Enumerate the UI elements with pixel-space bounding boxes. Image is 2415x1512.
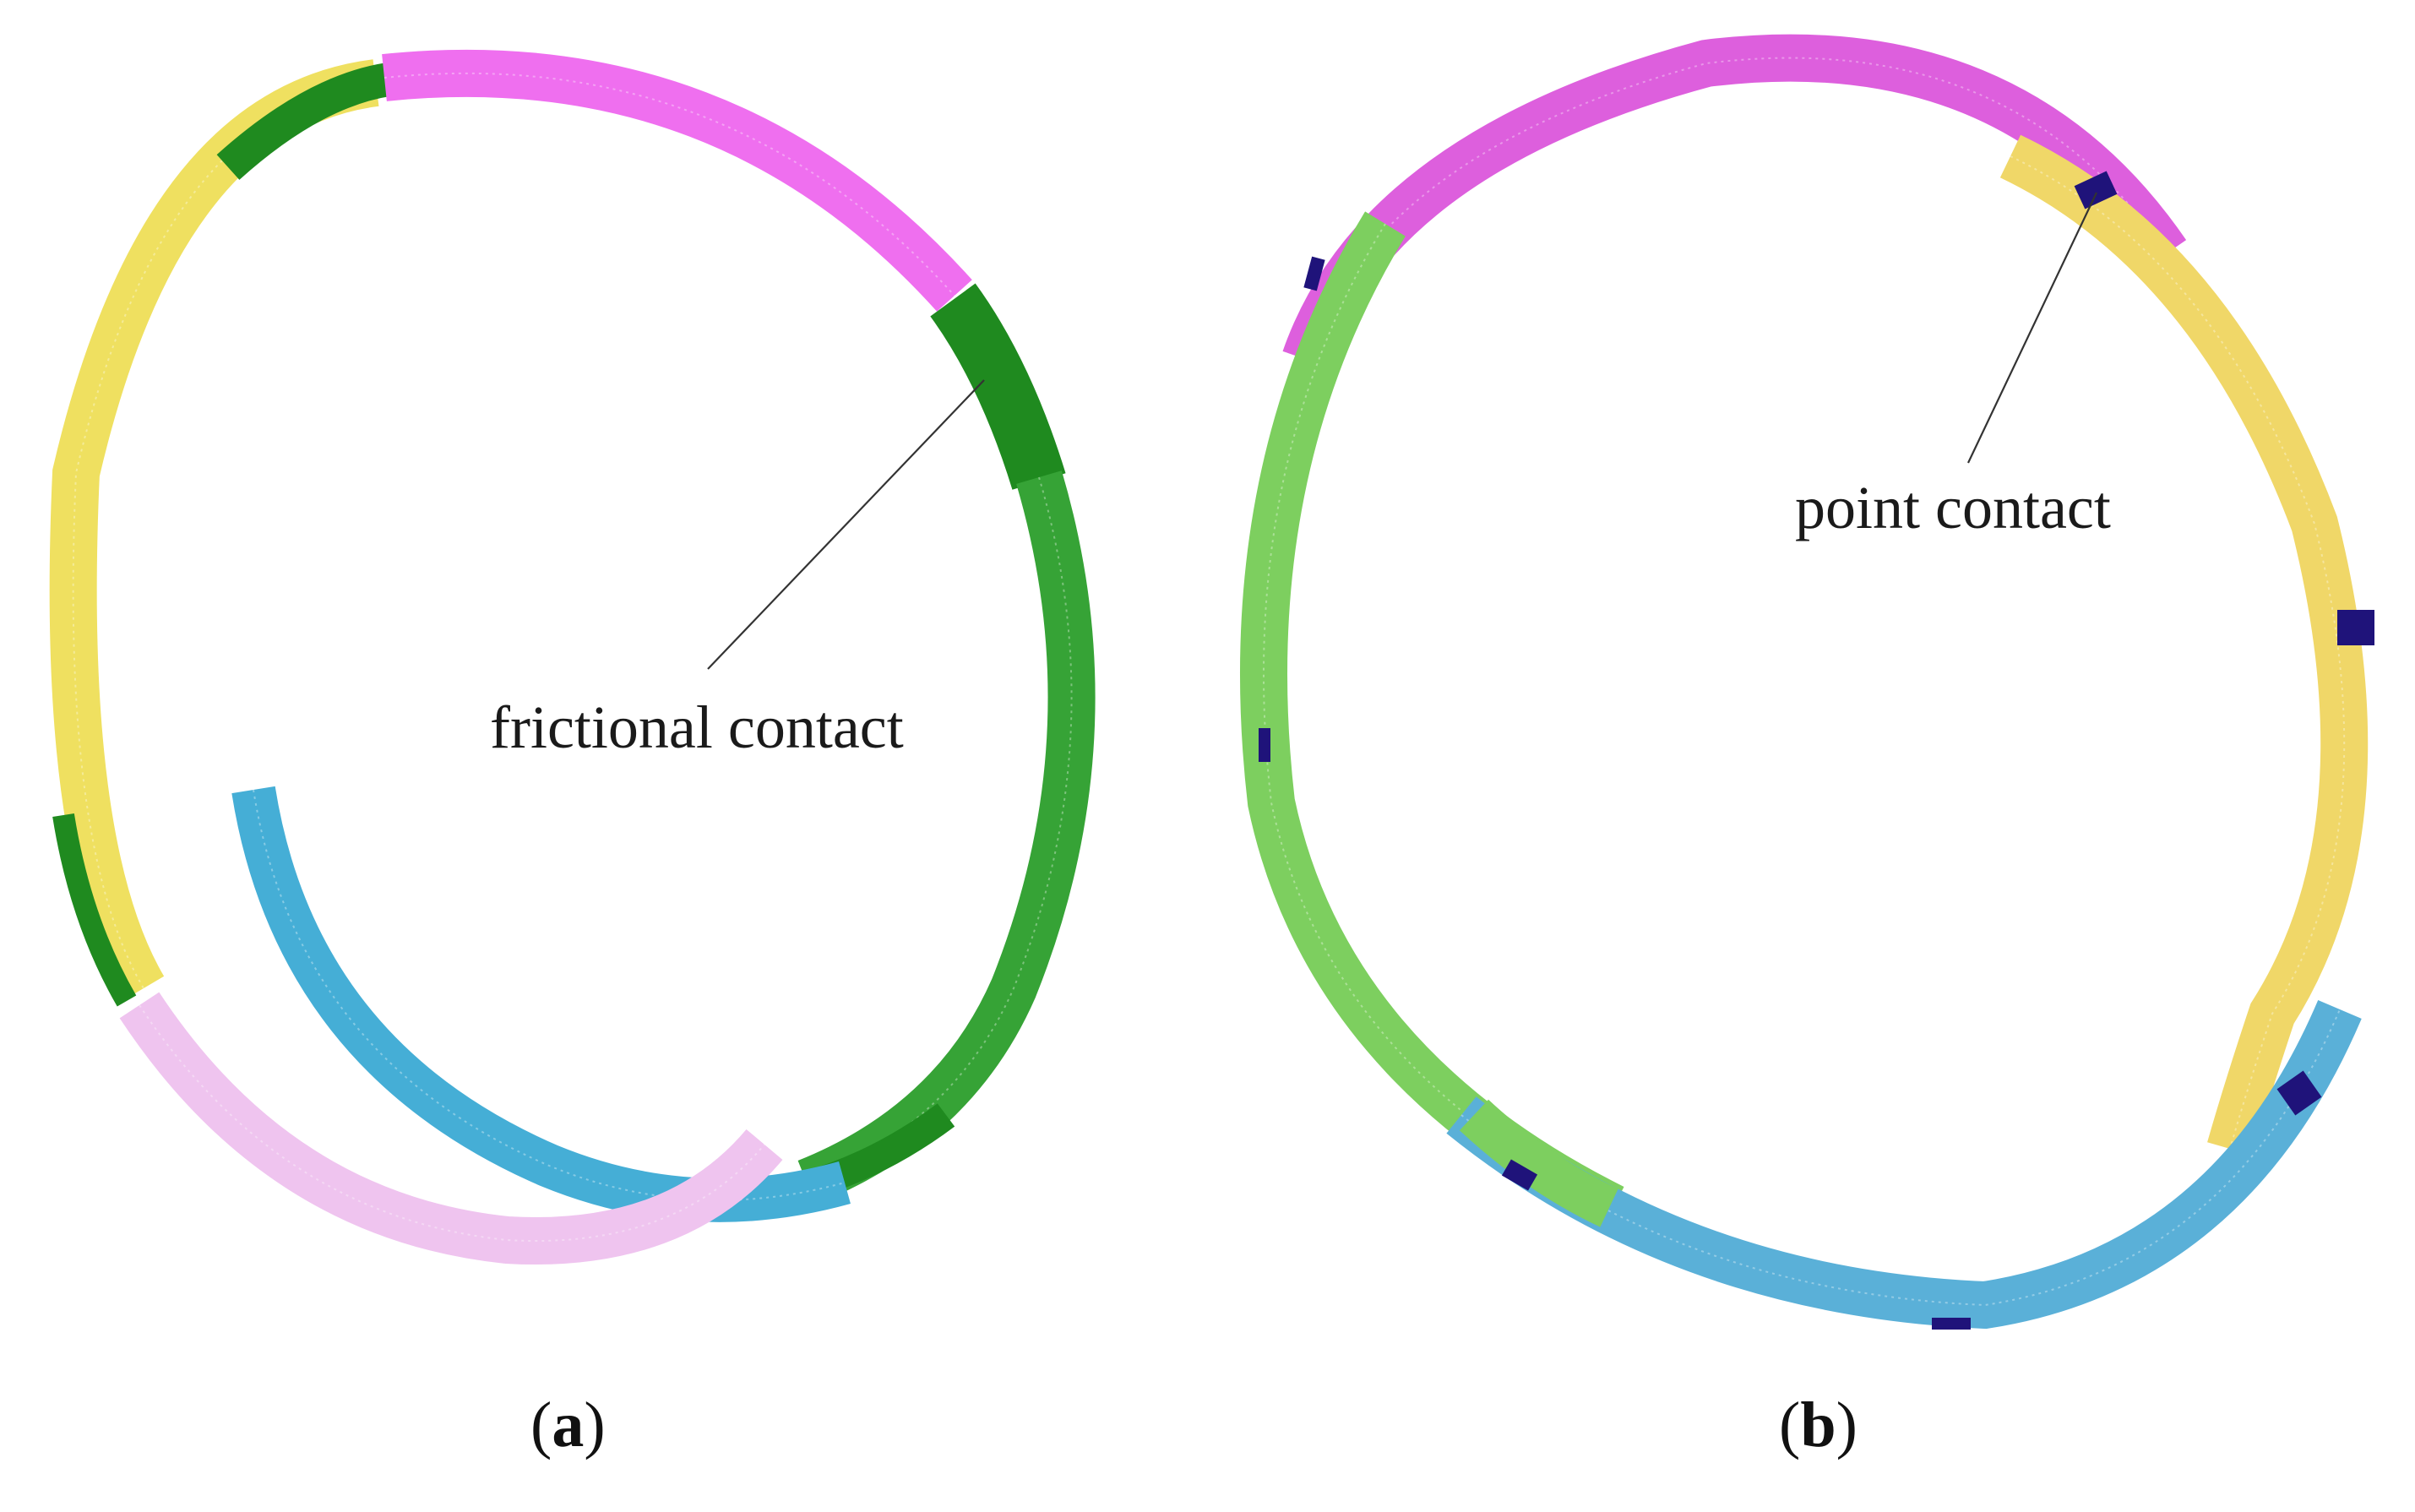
point-contact-label: point contact	[1795, 474, 2111, 541]
ring-b-cyan-hatch	[1460, 1009, 2341, 1307]
ring-a-dark-green-contact	[930, 283, 1066, 490]
ring-b-green-segment	[1240, 211, 1624, 1230]
frictional-contact-leader-line	[707, 379, 985, 670]
ring-a-magenta-segment	[382, 49, 972, 312]
panel-a: frictional contact (a)	[49, 49, 1096, 1460]
panel-b-ring	[1240, 34, 2369, 1330]
ring-b-yellow-hatch	[2010, 155, 2346, 1150]
frictional-contact-label: frictional contact	[490, 693, 904, 761]
contact-block	[1303, 256, 1325, 291]
ring-a-green-segment	[797, 470, 1096, 1205]
ring-a-cyan-hatch	[253, 789, 846, 1201]
contact-block	[2337, 610, 2374, 645]
ring-a-yellow-segment	[49, 59, 379, 1001]
ring-b-yellow-segment	[1999, 134, 2369, 1156]
ring-a-dark-green-patch-top	[216, 63, 392, 180]
ring-a-pink-segment	[119, 992, 783, 1265]
panel-a-ring	[49, 49, 1096, 1265]
contact-block	[1501, 1159, 1538, 1191]
ring-b-magenta-hatch	[1304, 57, 2168, 360]
point-contact-leader-line	[1967, 192, 2097, 464]
panel-b-label: (b)	[1779, 1390, 1857, 1460]
ring-a-pink-hatch	[139, 1004, 765, 1243]
ring-b-magenta-segment	[1282, 34, 2187, 367]
contact-block	[1259, 728, 1270, 762]
panel-a-label: (a)	[530, 1390, 606, 1460]
ring-a-dark-green-patch-left	[52, 813, 137, 1007]
ring-b-cyan-segment	[1446, 1000, 2362, 1330]
contact-block	[1932, 1318, 1971, 1330]
contact-block	[2276, 1070, 2322, 1116]
contact-block	[2074, 171, 2118, 209]
panel-b: point contact (b)	[1240, 34, 2374, 1460]
contact-blocks	[1259, 171, 2374, 1330]
ring-b-green-overlap	[1459, 1099, 1618, 1227]
ring-a-magenta-hatch	[383, 72, 955, 296]
